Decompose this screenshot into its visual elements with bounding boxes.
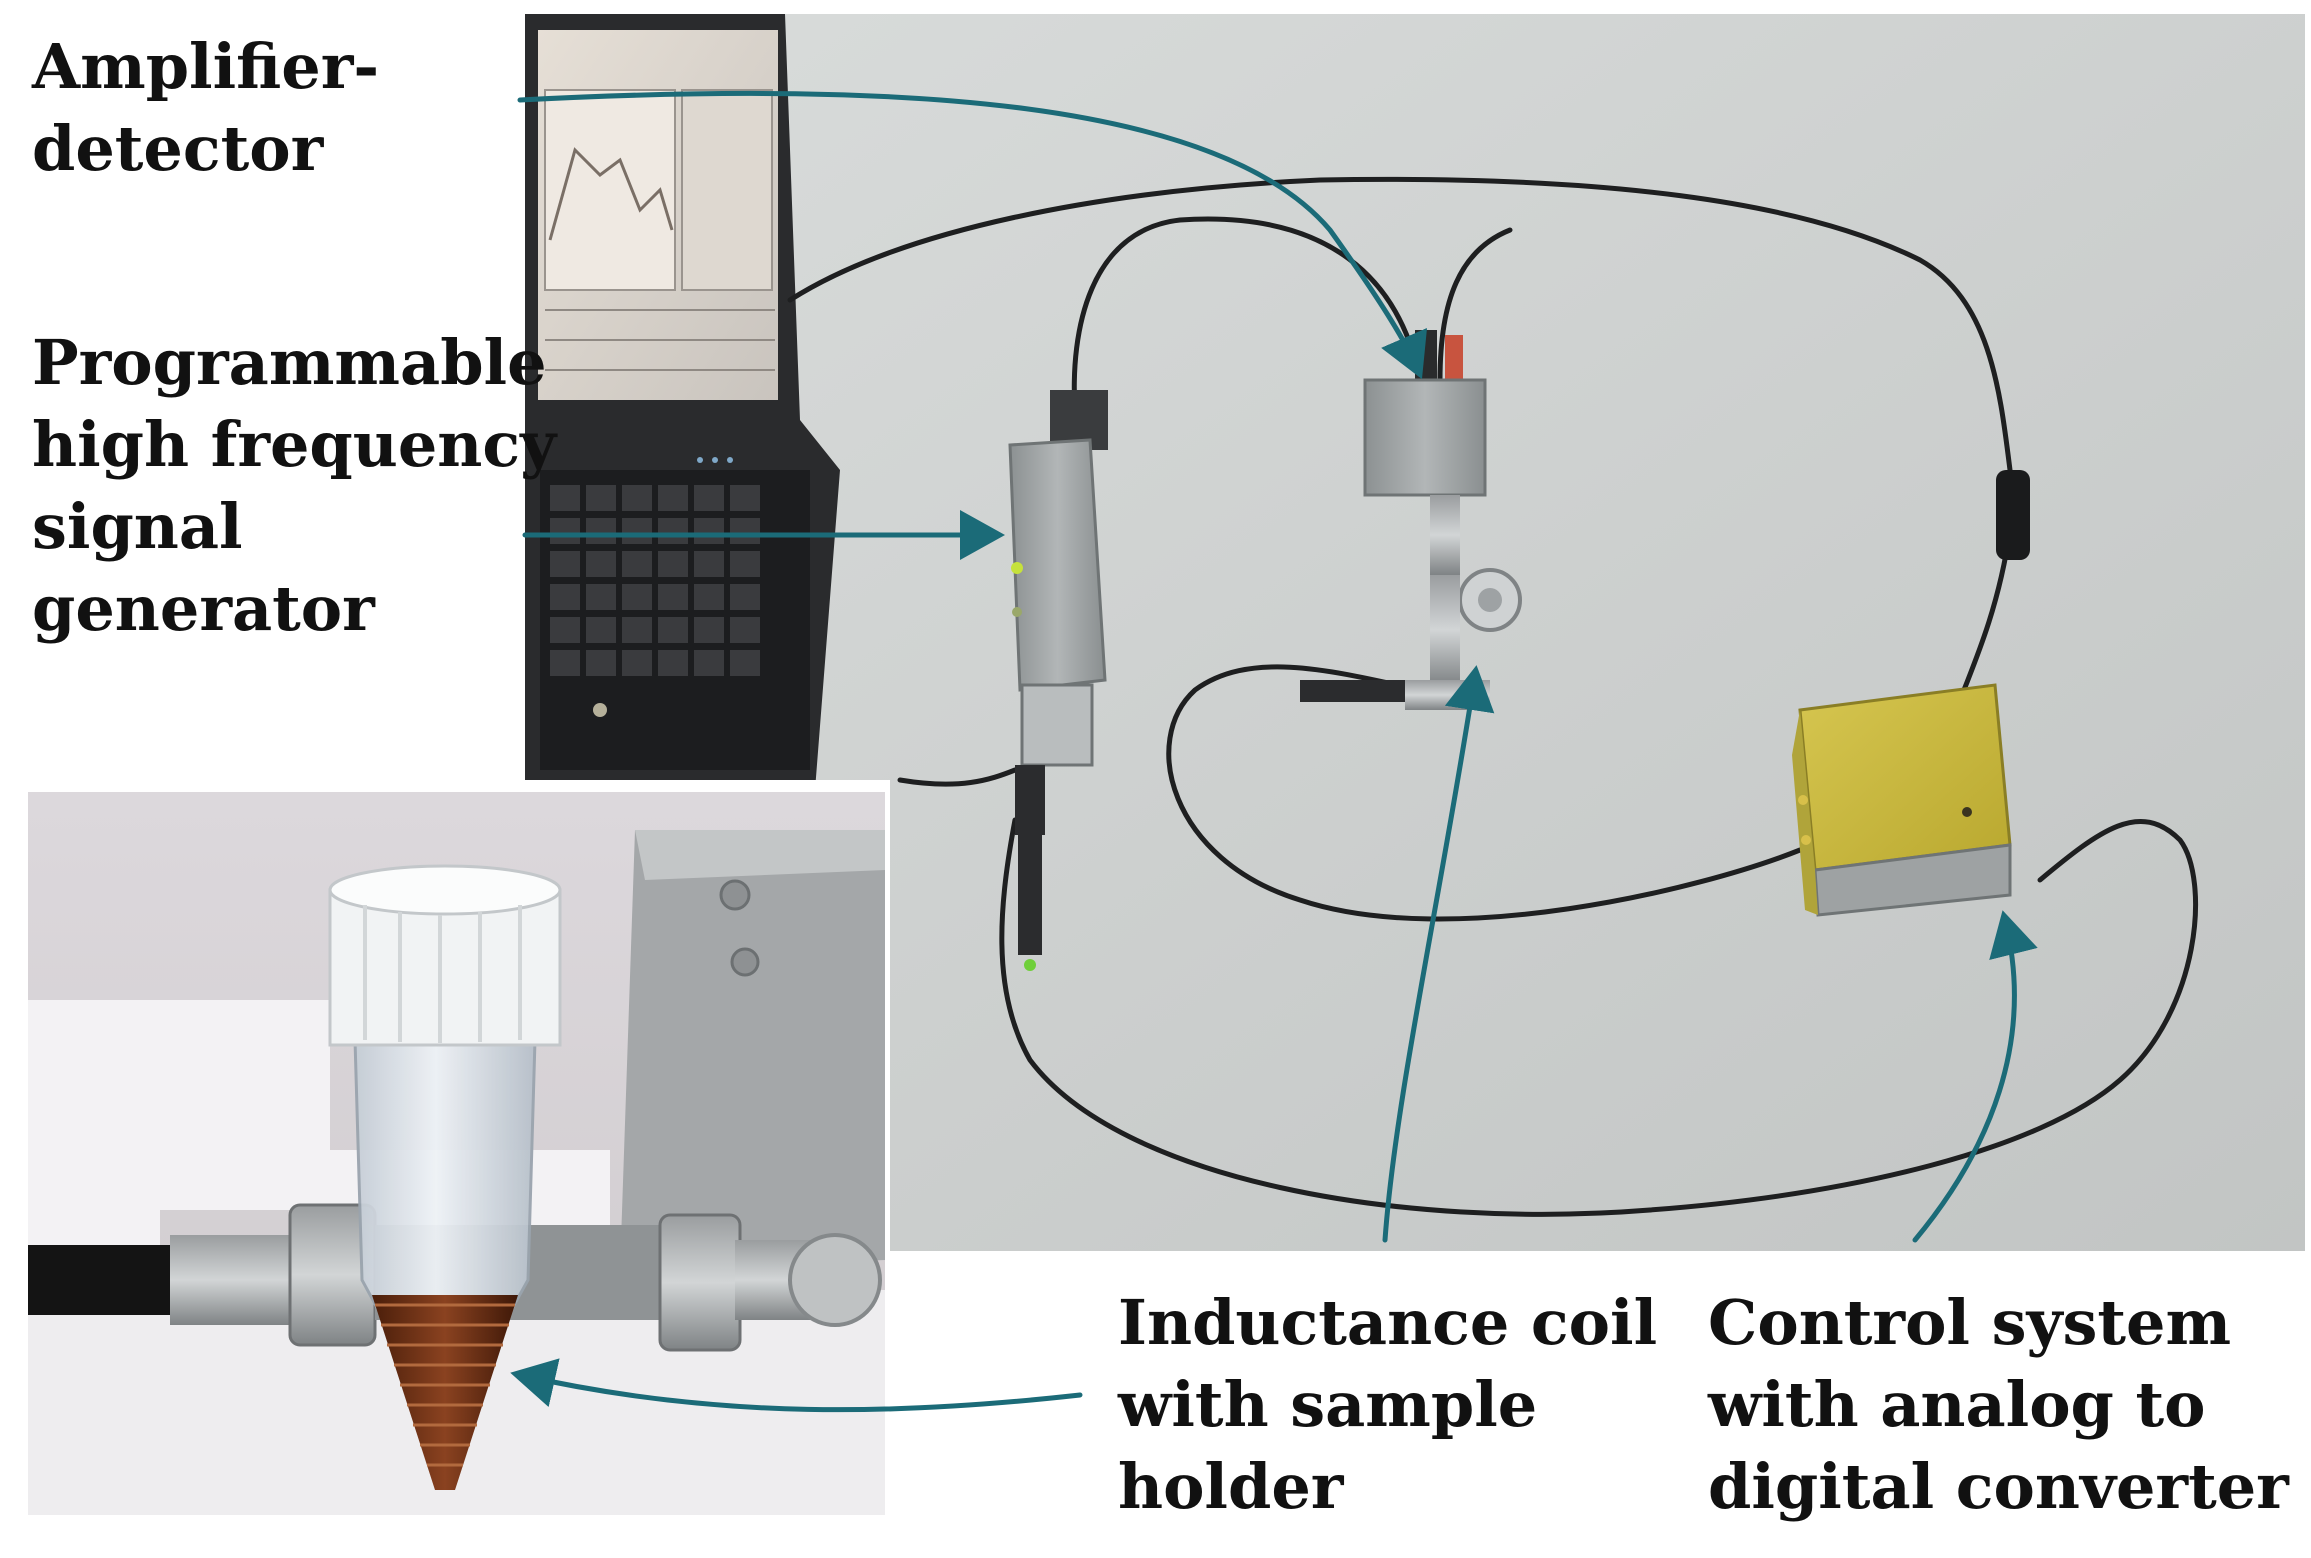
signal-generator-device: [1008, 390, 1108, 971]
label-inductance-coil: Inductance coil with sample holder: [1118, 1282, 1657, 1528]
arrow-control: [1912, 910, 2038, 1243]
label-line: Inductance coil: [1118, 1286, 1658, 1359]
label-line: Programmable: [32, 326, 547, 399]
laptop: [525, 14, 840, 790]
label-control-system: Control system with analog to digital co…: [1708, 1282, 2289, 1528]
bnc-connector-left: [170, 1235, 290, 1325]
label-line: generator: [32, 572, 375, 645]
inset-photo: [0, 780, 890, 1558]
label-line: signal: [32, 490, 243, 563]
label-line: detector: [32, 112, 324, 185]
metal-enclosure: [620, 830, 885, 1270]
control-system-device: [1792, 683, 2012, 917]
label-line: high frequency: [32, 408, 557, 481]
coax-cable-left: [28, 1245, 173, 1315]
label-line: Control system: [1708, 1286, 2232, 1359]
label-signal-generator: Programmable high frequency signal gener…: [32, 322, 556, 650]
label-line: with sample: [1118, 1368, 1538, 1441]
arrow-coil-holder: [1382, 665, 1495, 1243]
label-line: digital converter: [1708, 1450, 2289, 1523]
ferrite-bead: [1996, 470, 2030, 560]
label-line: with analog to: [1708, 1368, 2206, 1441]
label-amplifier-detector: Amplifier- detector: [32, 26, 379, 190]
arrow-coil-inset: [510, 1358, 1083, 1413]
annotation-arrows: [510, 90, 2038, 1413]
label-line: Amplifier-: [32, 30, 380, 103]
inductance-coil: [372, 1295, 518, 1490]
label-line: holder: [1118, 1450, 1344, 1523]
arrow-amplifier: [517, 90, 1428, 380]
cables: [787, 176, 2198, 1217]
